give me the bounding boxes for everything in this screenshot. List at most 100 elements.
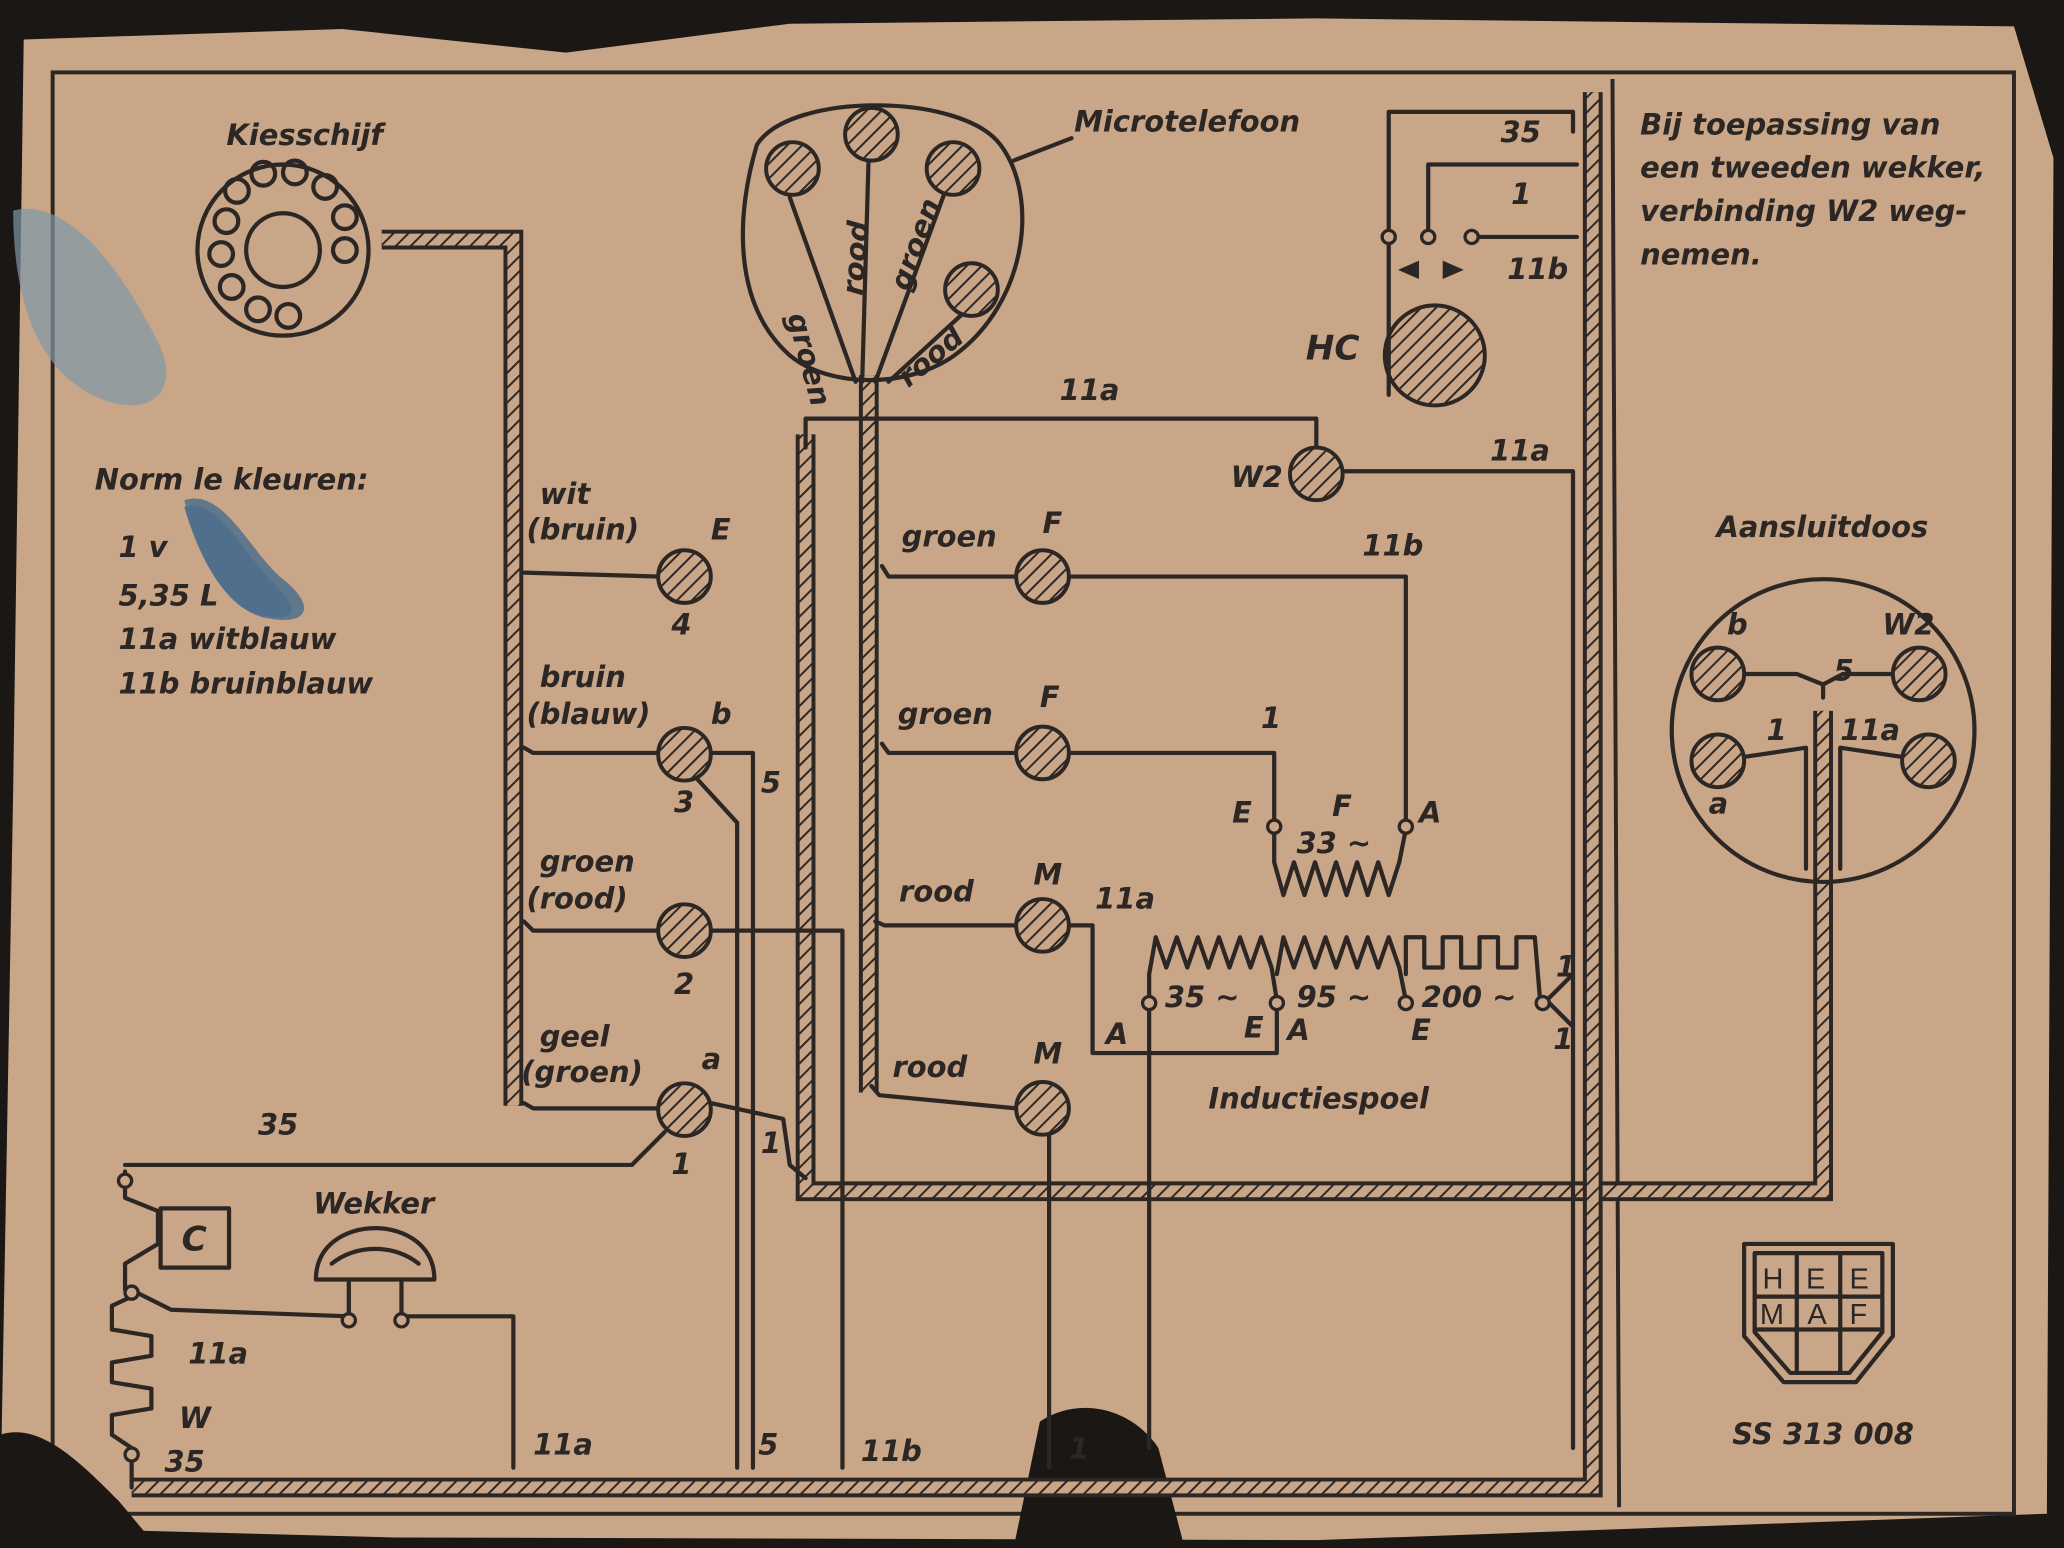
wire-label: rood — [892, 1050, 967, 1084]
terminal-M — [1014, 897, 1071, 954]
note-line: Bij toepassing van — [1640, 107, 1940, 141]
junction-box-label: Aansluitdoos — [1714, 510, 1928, 544]
dial-icon — [195, 158, 371, 338]
wire-label-11b: 11b — [1507, 252, 1568, 286]
junction-term: 5 — [1834, 654, 1854, 688]
divider — [1610, 78, 1622, 1508]
wire-label-35: 35 — [165, 1445, 205, 1479]
coil-value: 35 ~ — [1165, 980, 1240, 1014]
wire-label: rood — [899, 875, 974, 909]
coil-value: 200 ~ — [1422, 980, 1517, 1014]
terminal-W2 — [1288, 445, 1345, 503]
wire-label-11a: 11a — [1060, 373, 1120, 407]
wire-label-5: 5 — [758, 1428, 778, 1462]
terminal-letter: M — [1033, 858, 1062, 892]
junction-term: b — [1727, 607, 1748, 641]
terminal-letter: F — [1043, 506, 1063, 540]
logo-letter: F — [1849, 1299, 1867, 1331]
coil-value: 33 ~ — [1297, 826, 1372, 860]
coil-label: 1 — [1556, 950, 1576, 984]
handset-wire-label: rood — [835, 219, 875, 297]
logo-letter: E — [1849, 1264, 1868, 1296]
wire-label-1: 1 — [1261, 701, 1281, 735]
coil-label: E — [1411, 1013, 1431, 1047]
wire-label-35: 35 — [258, 1108, 298, 1142]
terminal-number: 1 — [671, 1147, 691, 1181]
part-number: SS 313 008 — [1732, 1417, 1914, 1451]
coil-label: E — [1232, 796, 1252, 830]
wire-label: (blauw) — [527, 697, 651, 731]
hook-contact-icon — [1380, 109, 1580, 408]
legend-item: 5,35 L — [118, 579, 218, 613]
note-line: een tweeden wekker, — [1640, 151, 1985, 185]
wire-label: (bruin) — [527, 513, 640, 547]
coil-label: F — [1332, 789, 1352, 823]
wire-label-35: 35 — [1501, 115, 1541, 149]
wire-label: bruin — [540, 660, 626, 694]
terminal-F — [1014, 548, 1071, 605]
junction-term: 11a — [1840, 713, 1900, 747]
terminal-E — [656, 548, 713, 605]
torn-bottom-left — [0, 1432, 158, 1548]
terminal-b — [656, 725, 713, 783]
coil-label: A — [1285, 1013, 1309, 1047]
coil-label: A — [1417, 796, 1441, 830]
note: Bij toepassing van een tweeden wekker, v… — [1640, 107, 1985, 271]
logo-letter: E — [1806, 1264, 1825, 1296]
induction-coil-label: Inductiespoel — [1208, 1081, 1430, 1115]
coil-value: 95 ~ — [1297, 980, 1372, 1014]
wire-label: groen — [902, 519, 997, 553]
wire-label: (rood) — [527, 881, 628, 915]
hook-contact-label: HC — [1306, 328, 1360, 368]
cables — [131, 92, 1833, 1498]
wire-label: geel — [540, 1019, 611, 1053]
coil-label: A — [1104, 1017, 1128, 1051]
legend-item: 11b bruinblauw — [118, 667, 373, 701]
wires — [122, 416, 1576, 1470]
terminal-2 — [656, 902, 713, 959]
junction-box-icon — [1669, 577, 1977, 885]
terminal-number: 3 — [674, 785, 694, 819]
wire-label: groen — [898, 697, 993, 731]
terminal-letter: a — [702, 1042, 722, 1076]
logo-letter: A — [1807, 1299, 1827, 1331]
junction-term: 1 — [1767, 713, 1787, 747]
terminal-letter: b — [711, 697, 732, 731]
wire-label-11a: 11a — [188, 1337, 248, 1371]
logo-letter: H — [1763, 1264, 1784, 1296]
terminal-letter: E — [711, 513, 731, 547]
wire-label-11a: 11a — [533, 1428, 593, 1462]
coil-label: E — [1244, 1010, 1264, 1044]
capacitor-label: C — [182, 1220, 207, 1260]
wire-label-1: 1 — [1511, 177, 1531, 211]
terminal-M — [1014, 1080, 1071, 1137]
junction-term: a — [1709, 786, 1729, 820]
legend-title: Norm le kleuren: — [95, 463, 369, 497]
legend-item: 11a witblauw — [118, 622, 336, 656]
junction-term: W2 — [1882, 607, 1934, 641]
logo-letter: M — [1760, 1299, 1784, 1331]
dial-label: Kiesschijf — [226, 118, 386, 152]
bell-icon — [109, 1169, 516, 1490]
terminal-F — [1014, 724, 1071, 782]
blue-stain-left — [13, 208, 167, 406]
wire-label-11b: 11b — [1362, 528, 1423, 562]
terminal-number: 4 — [670, 607, 691, 641]
coil-label: 1 — [1553, 1022, 1573, 1056]
terminal-number: 2 — [674, 967, 694, 1001]
bell-label: Wekker — [313, 1187, 436, 1221]
wire-label-1: 1 — [761, 1126, 781, 1160]
terminal-a — [656, 1081, 713, 1138]
heemaf-logo: H E E M A F — [1742, 1241, 1895, 1385]
wire-label: (groen) — [521, 1055, 643, 1089]
blue-stain-cover — [184, 505, 292, 618]
note-line: verbinding W2 weg- — [1640, 194, 1967, 228]
wire-label-1: 1 — [1069, 1431, 1089, 1465]
terminal-letter: M — [1033, 1037, 1062, 1071]
induction-coil-icon — [1140, 818, 1551, 1012]
wire-label: groen — [540, 844, 635, 878]
terminal-letter: F — [1040, 680, 1060, 714]
wire-label: wit — [540, 477, 592, 511]
handset-label: Microtelefoon — [1074, 105, 1300, 139]
